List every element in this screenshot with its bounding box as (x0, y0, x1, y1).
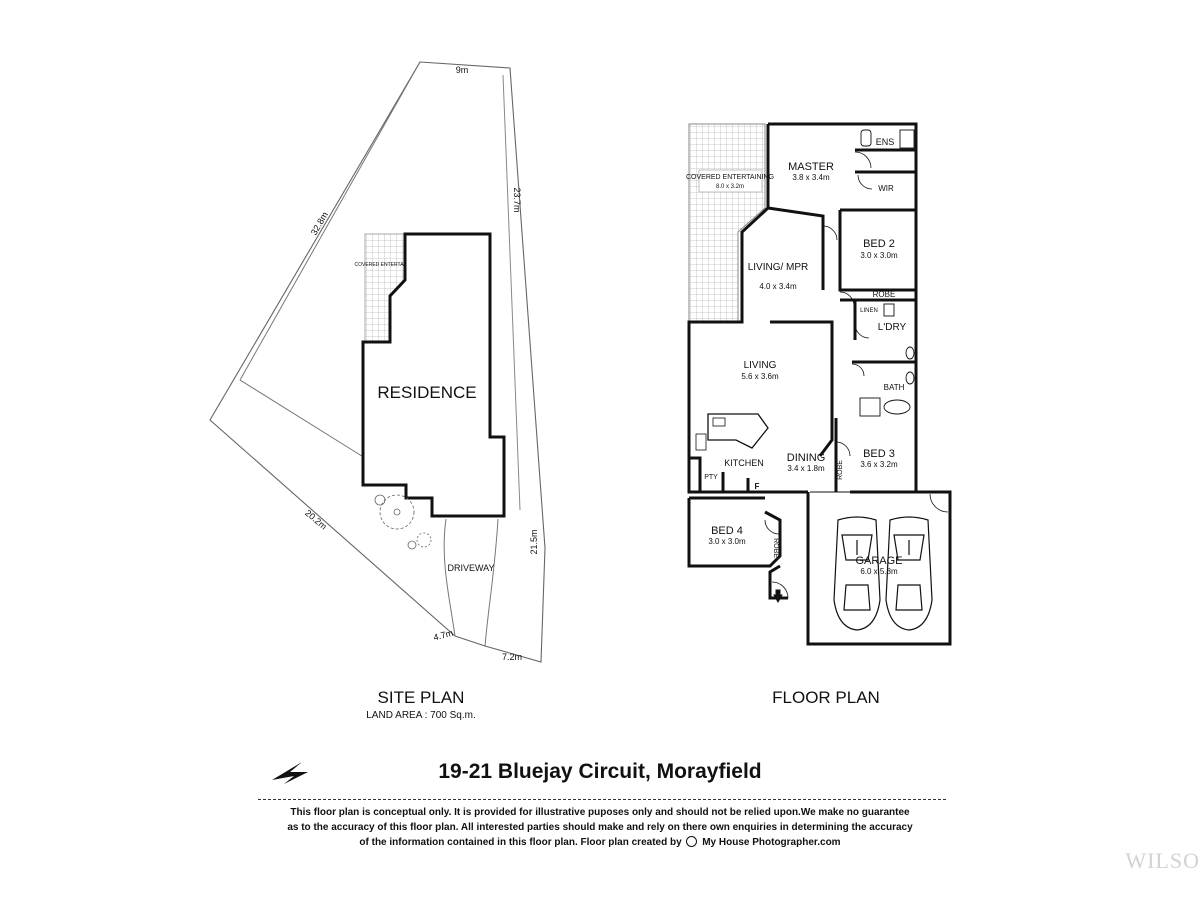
room-living-size: 5.6 x 3.6m (741, 372, 779, 381)
kitchen-island (707, 413, 769, 449)
room-laundry: L'DRY (878, 322, 907, 333)
driveway-label: DRIVEWAY (447, 563, 494, 573)
site-dim-left: 32.8m (309, 210, 330, 237)
room-living-mpr-size: 4.0 x 3.4m (759, 282, 797, 291)
room-dining: DINING (787, 452, 826, 464)
room-wir: WIR (878, 184, 894, 193)
room-kitchen: KITCHEN (724, 458, 764, 468)
room-master-size: 3.8 x 3.4m (792, 173, 830, 182)
room-covered-size: 8.0 x 3.2m (716, 184, 744, 190)
room-living-mpr: LIVING/ MPR (748, 262, 809, 273)
entry-arrow-icon (773, 589, 783, 604)
site-easement-line-2 (239, 61, 421, 381)
disclaimer-line-2: as to the accuracy of this floor plan. A… (287, 822, 913, 833)
floor-walls (687, 122, 952, 646)
residence-outline (361, 232, 506, 518)
room-pantry: PTY (704, 474, 718, 481)
car-icon (833, 516, 881, 631)
divider (258, 799, 946, 800)
room-bed4: BED 4 (711, 525, 743, 537)
room-bath: BATH (884, 383, 905, 392)
site-plan-label: SITE PLAN (378, 688, 465, 707)
disclaimer-line-3-text: of the information contained in this flo… (359, 837, 682, 848)
room-robe-bed2: ROBE (873, 290, 896, 299)
site-dim-right: 23.7m (512, 187, 522, 212)
site-covered-label: COVERED ENTERTAINING (355, 262, 418, 268)
room-linen: LINEN (860, 308, 878, 314)
room-bed3: BED 3 (863, 448, 895, 460)
room-covered: COVERED ENTERTAINING (686, 174, 774, 181)
room-bed4-size: 3.0 x 3.0m (708, 537, 746, 546)
floor-plan: MASTER 3.8 x 3.4m ENS WIR COVERED ENTERT… (686, 122, 952, 707)
room-bed2-size: 3.0 x 3.0m (860, 251, 898, 260)
disclaimer-line-1: This floor plan is conceptual only. It i… (290, 807, 910, 818)
site-dim-bottom-left: 20.2m (303, 508, 329, 532)
site-plan: COVERED ENTERTAINING RESIDENCE DRIVEWAY … (209, 61, 546, 721)
site-dim-frontage-1: 4.7m (432, 628, 454, 643)
room-ens: ENS (876, 137, 895, 147)
tree-icon (374, 494, 432, 550)
room-robe-bed3: ROBE (837, 460, 844, 480)
room-garage-size: 6.0 x 5.8m (860, 567, 898, 576)
site-dim-frontage-2: 7.2m (502, 652, 522, 662)
camera-logo-icon (686, 836, 698, 847)
room-fridge: F (755, 482, 760, 491)
room-master: MASTER (788, 161, 834, 173)
site-easement-line (239, 379, 366, 459)
room-bed2: BED 2 (863, 238, 895, 250)
disclaimer-line-3: of the information contained in this flo… (0, 835, 1200, 850)
room-dining-size: 3.4 x 1.8m (787, 464, 825, 473)
room-garage: GARAGE (855, 555, 902, 567)
room-bed3-size: 3.6 x 3.2m (860, 460, 898, 469)
room-robe-bed4: ROBE (772, 538, 779, 558)
car-icon-2 (885, 516, 933, 631)
site-dim-top: 9m (456, 65, 469, 75)
bathroom-fixtures (859, 129, 915, 417)
brand-name: My House Photographer.com (702, 837, 841, 848)
address-title: 19-21 Bluejay Circuit, Morayfield (438, 760, 762, 783)
north-arrow-icon (272, 762, 308, 784)
residence-label: RESIDENCE (377, 383, 476, 402)
floor-plan-label: FLOOR PLAN (772, 688, 880, 707)
land-area-label: LAND AREA : 700 Sq.m. (366, 710, 476, 721)
site-dim-bottom-right: 21.5m (529, 529, 539, 554)
room-living: LIVING (744, 360, 777, 371)
site-boundary (209, 61, 546, 663)
door-swings (764, 151, 949, 599)
watermark: WILSO (1125, 848, 1200, 873)
driveway (443, 518, 499, 647)
